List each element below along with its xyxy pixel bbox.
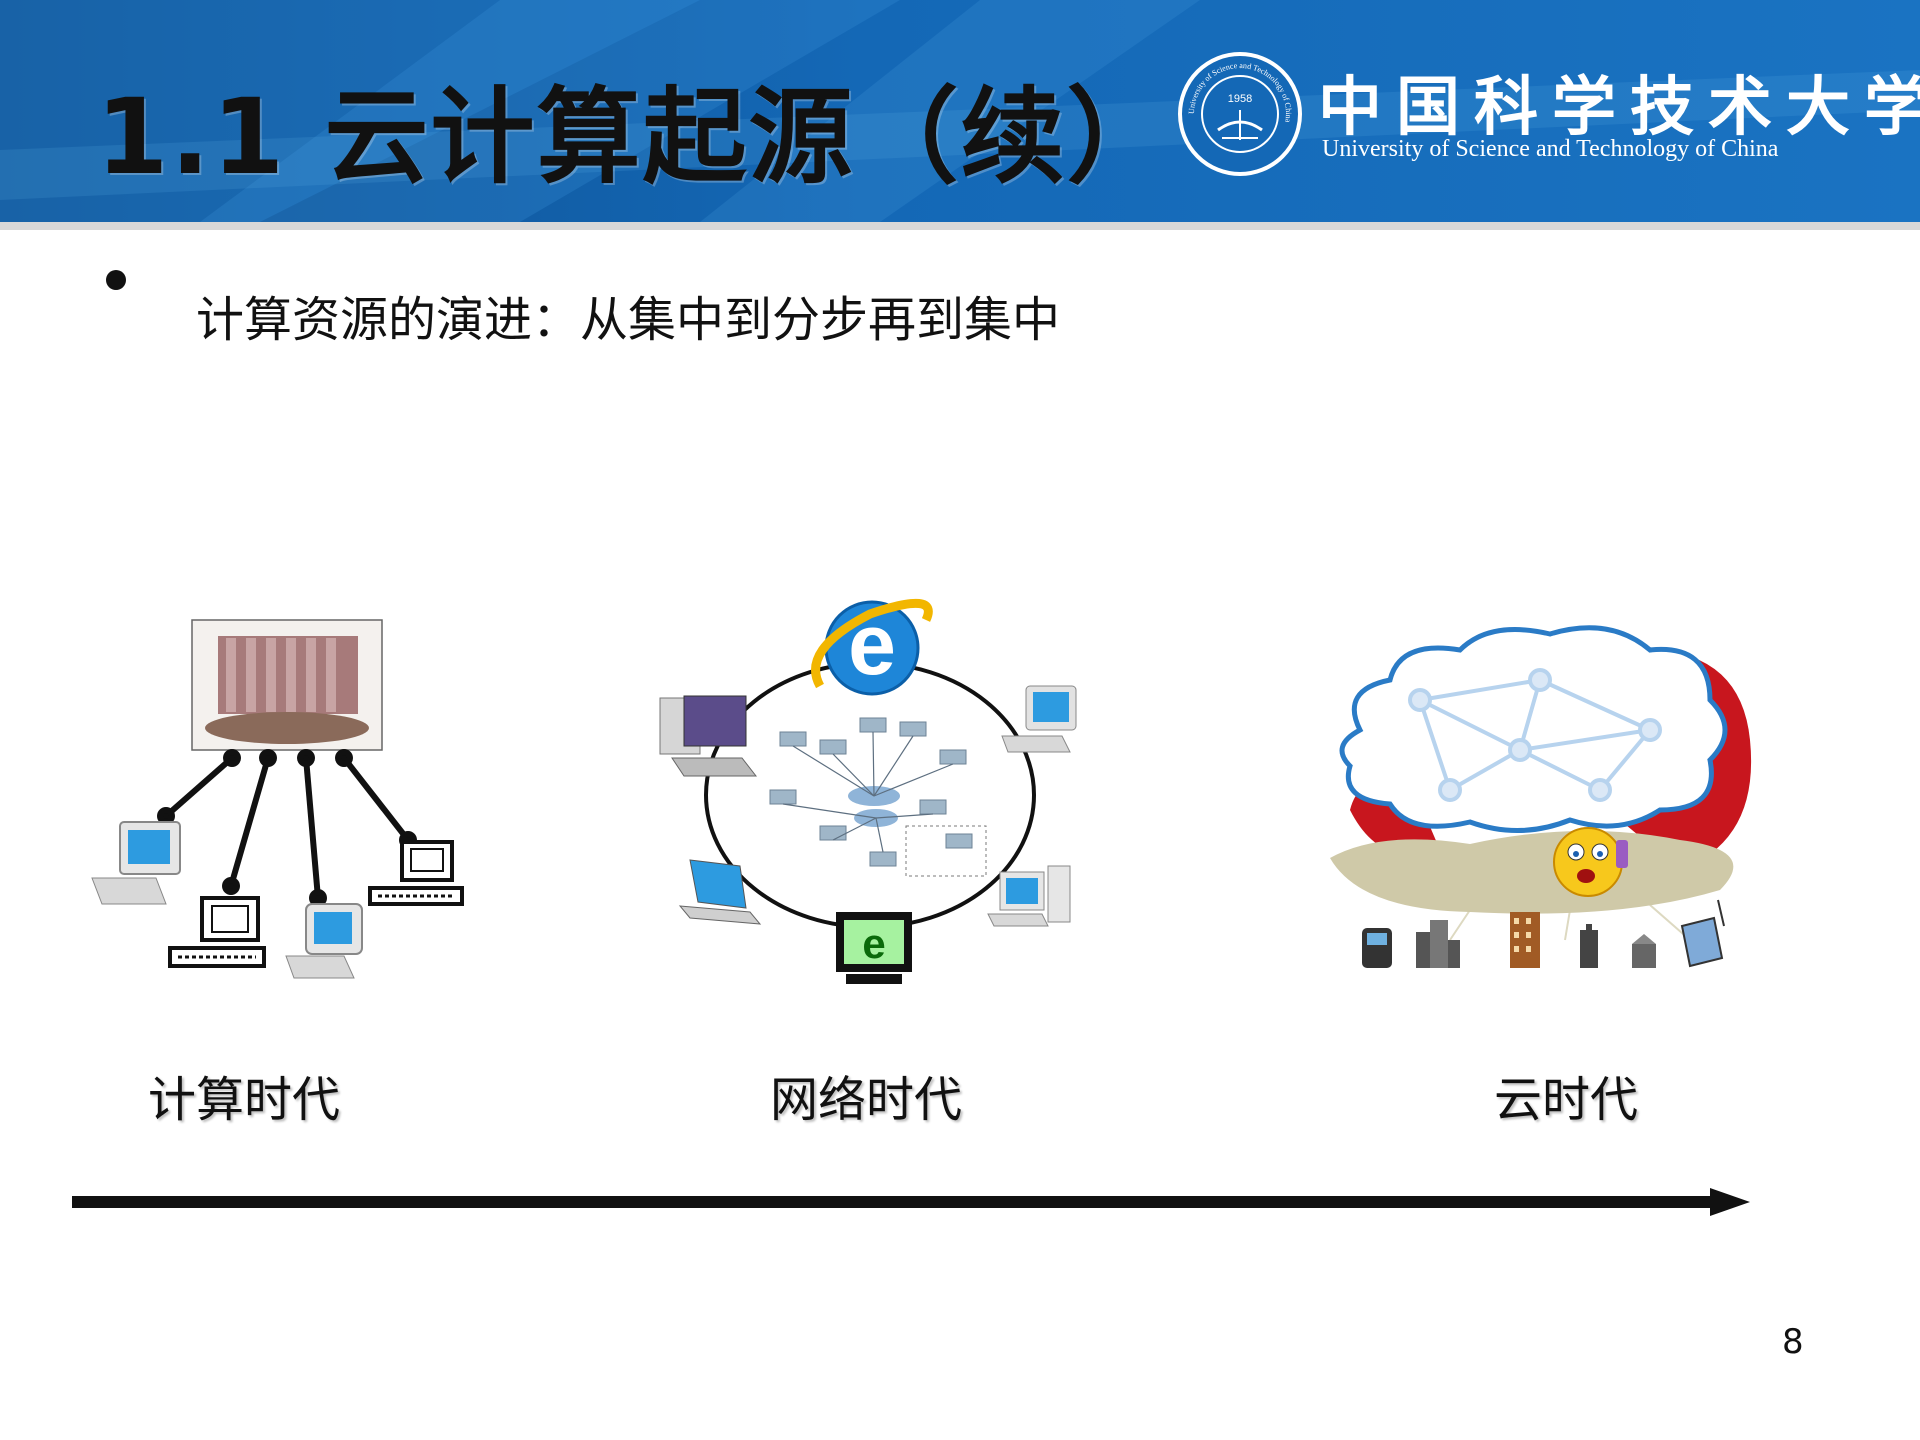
bullet-marker (106, 270, 126, 290)
terminal-icon (368, 840, 464, 906)
building-icon (1632, 934, 1656, 968)
header-band: 1.1 云计算起源（续） University of Science and T… (0, 0, 1920, 222)
network-internet-icon: e e (659, 597, 1077, 984)
era-label-network: 网络时代 (770, 1072, 963, 1128)
university-name-en: University of Science and Technology of … (1322, 136, 1779, 162)
mainframe-terminals-icon (91, 619, 464, 979)
timeline-arrow-icon (72, 1188, 1750, 1216)
building-icon (1416, 920, 1460, 968)
bullet-text: 计算资源的演进：从集中到分步再到集中 (196, 292, 1061, 348)
era-label-computing: 计算时代 (148, 1072, 341, 1128)
svg-text:e: e (862, 920, 885, 967)
desktop-icon (1001, 685, 1077, 753)
pc-icon (285, 903, 363, 979)
header-divider (0, 222, 1920, 230)
building-icon (1580, 924, 1598, 968)
internet-explorer-icon: e (811, 597, 933, 696)
era-label-cloud: 云时代 (1494, 1072, 1639, 1128)
page-number: 8 (1782, 1322, 1804, 1362)
phone-icon (1362, 928, 1392, 968)
university-name-cn: 中国科学技术大学 (1318, 70, 1920, 145)
desktop-icon (659, 695, 758, 777)
terminal-icon (168, 896, 266, 968)
worried-smiley-icon (1553, 827, 1628, 897)
pc-icon (91, 821, 181, 905)
slide-title: 1.1 云计算起源（续） (96, 76, 1173, 198)
seal-year: 1958 (1228, 93, 1252, 105)
laptop-icon (678, 859, 762, 925)
building-icon (1510, 912, 1540, 968)
cloud-devices-icon (1330, 625, 1752, 968)
header-stripes (0, 0, 1920, 222)
desktop-icon (987, 865, 1071, 927)
university-seal-icon: University of Science and Technology of … (1178, 52, 1302, 176)
tablet-icon (1680, 899, 1725, 968)
web-terminal-icon: e (836, 912, 912, 984)
